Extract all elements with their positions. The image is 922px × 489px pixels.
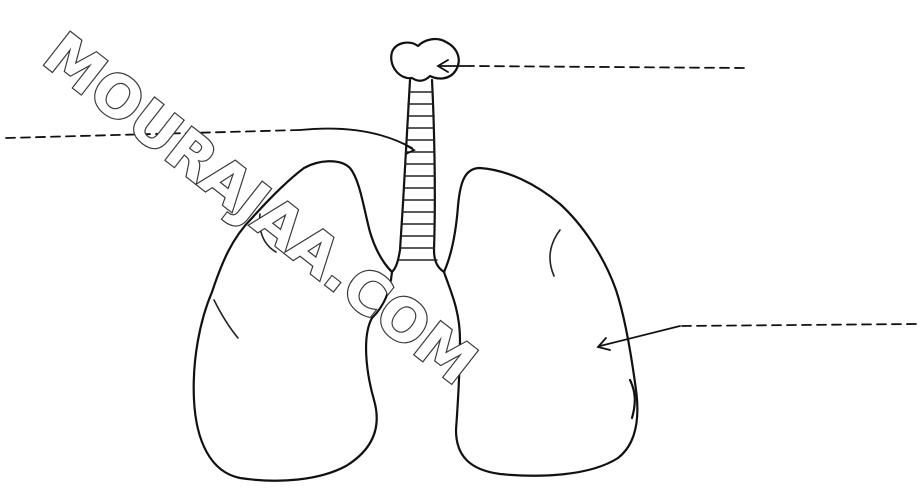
label-line-3 bbox=[598, 324, 916, 350]
right-lung bbox=[444, 168, 637, 476]
right-lung-shading bbox=[630, 380, 635, 418]
trachea bbox=[392, 80, 444, 272]
label-line-1 bbox=[438, 60, 744, 72]
watermark: MOURAJAA.COM bbox=[31, 19, 489, 397]
left-lung-fissure-lower bbox=[214, 300, 238, 338]
right-lung-fissure bbox=[550, 230, 560, 276]
